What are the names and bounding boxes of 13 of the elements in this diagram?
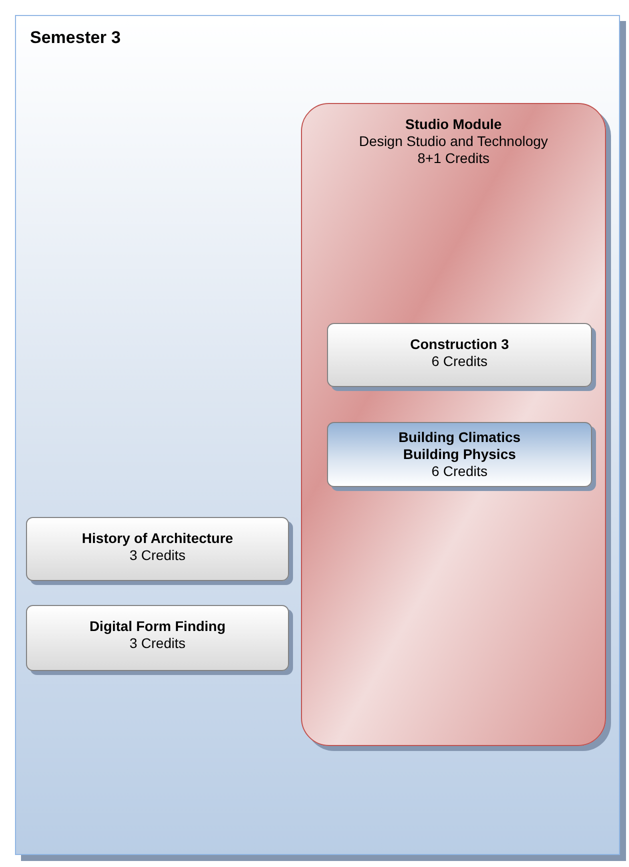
course-detail: 3 Credits: [128, 635, 187, 652]
course-title: Construction 3: [409, 336, 510, 353]
semester-heading: Semester 3: [30, 28, 122, 48]
course-title: Building Climatics: [397, 429, 522, 446]
course-detail: 6 Credits: [430, 353, 489, 370]
course-title: Digital Form Finding: [88, 618, 227, 635]
course-detail: 3 Credits: [128, 547, 187, 564]
course-title: Studio Module: [404, 116, 503, 133]
course-detail: 6 Credits: [430, 463, 489, 480]
course-detail: Design Studio and Technology: [358, 133, 549, 150]
course-detail: 8+1 Credits: [416, 150, 490, 167]
course-title: History of Architecture: [80, 530, 234, 547]
course-title: Building Physics: [402, 446, 517, 463]
